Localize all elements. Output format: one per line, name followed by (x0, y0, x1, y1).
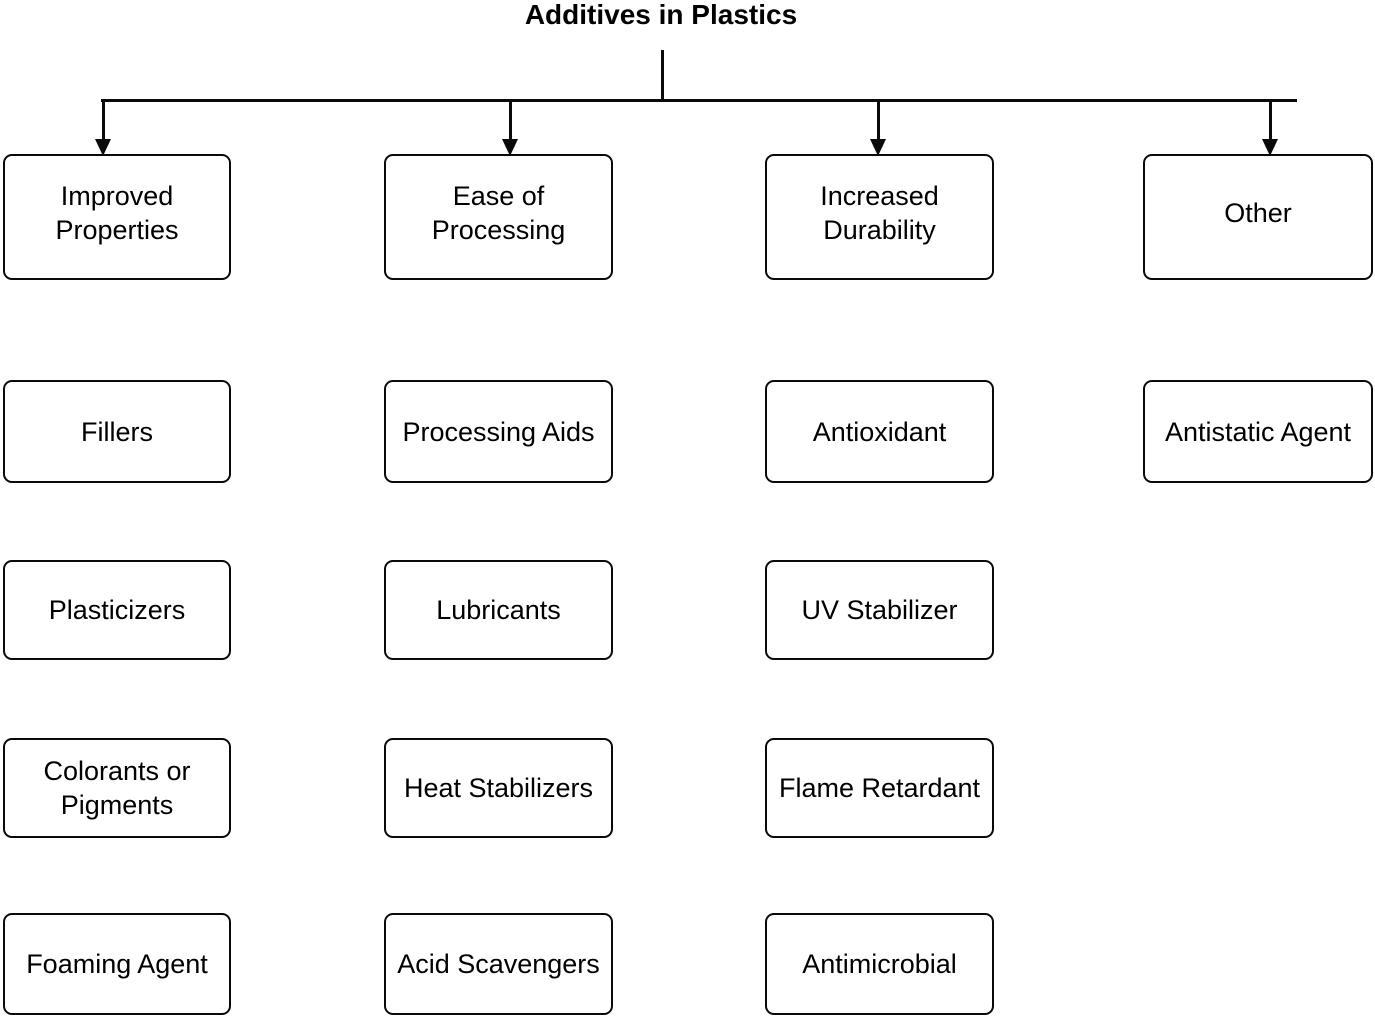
branch-stem-ease-of-processing (508, 100, 512, 141)
item-box-antioxidant: Antioxidant (765, 380, 994, 483)
item-label: Lubricants (436, 595, 561, 625)
category-label: Other (1224, 197, 1292, 228)
category-box-improved-properties: Improved Properties (3, 154, 231, 280)
category-box-increased-durability: Increased Durability (765, 154, 994, 280)
item-label: UV Stabilizer (801, 595, 958, 625)
category-label: Improved Properties (55, 180, 179, 245)
branch-stem-improved-properties (101, 100, 105, 141)
arrow-down-icon (95, 139, 111, 156)
branch-line (101, 99, 1297, 102)
item-box-lubricants: Lubricants (384, 560, 613, 660)
item-label: Fillers (81, 416, 153, 447)
arrow-down-icon (1262, 139, 1278, 156)
item-label: Antimicrobial (802, 949, 957, 979)
item-label: Antioxidant (812, 416, 947, 447)
item-label: Colorants or Pigments (43, 756, 191, 820)
item-label: Processing Aids (402, 416, 595, 447)
item-box-uv-stabilizer: UV Stabilizer (765, 560, 994, 660)
item-box-acid-scavengers: Acid Scavengers (384, 913, 613, 1015)
arrow-down-icon (870, 139, 886, 156)
category-box-ease-of-processing: Ease of Processing (384, 154, 613, 280)
item-box-processing-aids: Processing Aids (384, 380, 613, 483)
item-box-antimicrobial: Antimicrobial (765, 913, 994, 1015)
item-box-foaming-agent: Foaming Agent (3, 913, 231, 1015)
diagram-title: Additives in Plastics (524, 0, 798, 30)
item-box-antistatic-agent: Antistatic Agent (1143, 380, 1373, 483)
item-box-colorants-or-pigments: Colorants or Pigments (3, 738, 231, 838)
item-label: Acid Scavengers (397, 949, 600, 979)
branch-stem-increased-durability (876, 100, 880, 141)
arrow-down-icon (502, 139, 518, 156)
trunk-line (660, 50, 664, 101)
branch-stem-other (1268, 100, 1272, 141)
category-label: Increased Durability (820, 180, 939, 245)
item-box-flame-retardant: Flame Retardant (765, 738, 994, 838)
item-box-plasticizers: Plasticizers (3, 560, 231, 660)
item-label: Flame Retardant (778, 773, 981, 803)
category-label: Ease of Processing (431, 180, 566, 245)
item-label: Foaming Agent (26, 949, 208, 979)
item-box-fillers: Fillers (3, 380, 231, 483)
item-box-heat-stabilizers: Heat Stabilizers (384, 738, 613, 838)
item-label: Plasticizers (48, 595, 186, 625)
item-label: Heat Stabilizers (403, 773, 594, 803)
item-label: Antistatic Agent (1164, 416, 1352, 447)
category-box-other: Other (1143, 154, 1373, 280)
